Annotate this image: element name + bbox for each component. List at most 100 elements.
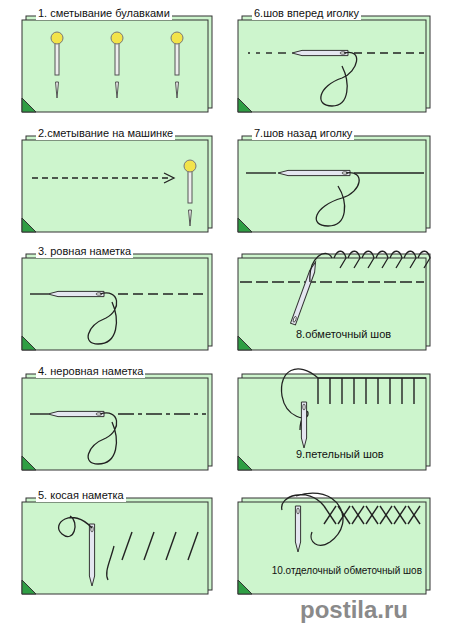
pin: [51, 32, 63, 98]
stitch-line: [338, 506, 350, 524]
stitch-title: 3. ровная наметка: [36, 245, 133, 258]
thread: [321, 52, 357, 106]
stitch-line: [390, 377, 402, 378]
stitch-line: [401, 378, 402, 404]
stitch-line: [366, 506, 378, 524]
stitch-drawing: [282, 493, 420, 552]
stitch-line: [408, 506, 420, 524]
stitch-drawing: [32, 160, 196, 226]
stitch-title: 6.шов вперед иголку: [252, 7, 361, 20]
sheet: [238, 254, 430, 350]
stitch-panel: 3. ровная наметка: [22, 258, 212, 350]
stitch-line: [30, 293, 48, 294]
stitch-panel: 4. неровная наметка: [22, 378, 212, 470]
needle: [278, 170, 350, 175]
needle-body: [48, 291, 104, 296]
stitch-line: [166, 532, 176, 560]
pin: [184, 160, 196, 226]
sheet: [22, 136, 212, 232]
thread: [282, 493, 343, 545]
needle-body: [48, 411, 104, 416]
stitch-line: [318, 377, 330, 378]
needle-eye: [303, 404, 305, 410]
stitch-line: [118, 413, 206, 414]
needle-eye: [297, 508, 299, 514]
stitch-line: [408, 506, 420, 524]
stitch-panel: 9.петельный шов: [238, 378, 430, 470]
stitch-panel: 10.отделочный обметочный шов: [238, 502, 430, 594]
thread: [376, 251, 388, 268]
needle-body: [278, 170, 350, 175]
sheet: [22, 254, 212, 350]
thread: [334, 251, 346, 268]
stitch-line: [30, 413, 48, 414]
stitch-line: [394, 506, 406, 524]
needle-body: [295, 506, 300, 552]
stitch-line: [188, 532, 198, 560]
stitch-drawing: [248, 50, 424, 106]
thread: [164, 173, 174, 183]
stitch-line: [380, 506, 392, 524]
thread: [310, 253, 332, 282]
stitch-drawing: [51, 32, 183, 98]
stitch-line: [266, 52, 272, 53]
stitch-line: [354, 172, 424, 173]
sheet: [22, 498, 212, 594]
sheet: [238, 16, 430, 112]
stitch-line: [366, 377, 378, 378]
stitch-line: [389, 378, 390, 404]
needle: [292, 50, 348, 55]
stitch-line: [32, 177, 172, 178]
needle: [89, 524, 94, 586]
stitch-drawing: [59, 516, 198, 586]
stitch-title: 1. сметывание булавками: [36, 7, 172, 20]
stitch-panel: 6.шов вперед иголку: [238, 20, 430, 112]
stitch-line: [377, 378, 378, 404]
needle: [48, 411, 104, 416]
stitch-line: [338, 506, 350, 524]
stitch-line: [414, 377, 426, 378]
needle-body: [301, 402, 306, 448]
stitch-drawing: [30, 411, 206, 464]
needle: [48, 291, 104, 296]
needle-body: [291, 261, 318, 325]
sheet: [238, 374, 430, 470]
stitch-line: [352, 506, 364, 524]
stitch-panel: 5. косая наметка: [22, 502, 212, 594]
stitch-line: [402, 377, 414, 378]
stitch-line: [341, 378, 342, 404]
watermark: postila.ru: [300, 596, 408, 624]
needle: [291, 261, 318, 325]
stitch-line: [353, 378, 354, 404]
needle-body: [292, 50, 348, 55]
stitch-line: [342, 377, 354, 378]
stitch-drawing: [246, 170, 424, 226]
needle: [301, 402, 306, 448]
needle-eye: [293, 316, 297, 322]
stitch-title: 5. косая наметка: [36, 489, 126, 502]
stitch-title: 2.сметывание на машинке: [36, 127, 175, 140]
thread: [88, 413, 117, 464]
stitch-line: [240, 281, 424, 282]
stitch-line: [354, 52, 424, 53]
sheet: [238, 498, 430, 594]
stitch-line: [324, 506, 336, 524]
stitch-line: [256, 52, 260, 53]
stitch-line: [246, 172, 276, 173]
stitch-line: [118, 293, 206, 294]
stitch-title: 7.шов назад иголку: [252, 127, 354, 140]
stitch-drawing: [281, 369, 426, 448]
sheet: [22, 374, 212, 470]
pin: [171, 32, 183, 98]
thread: [390, 251, 402, 268]
stitch-title: 4. неровная наметка: [36, 365, 145, 378]
stitch-line: [317, 378, 318, 404]
stitch-line: [413, 378, 414, 404]
thread: [404, 251, 416, 268]
stitch-line: [354, 377, 366, 378]
stitch-panel: 8.обметочный шов: [238, 258, 430, 350]
stitch-panel: 1. сметывание булавками: [22, 20, 212, 112]
stitch-line: [144, 532, 154, 560]
stitch-line: [248, 52, 250, 53]
